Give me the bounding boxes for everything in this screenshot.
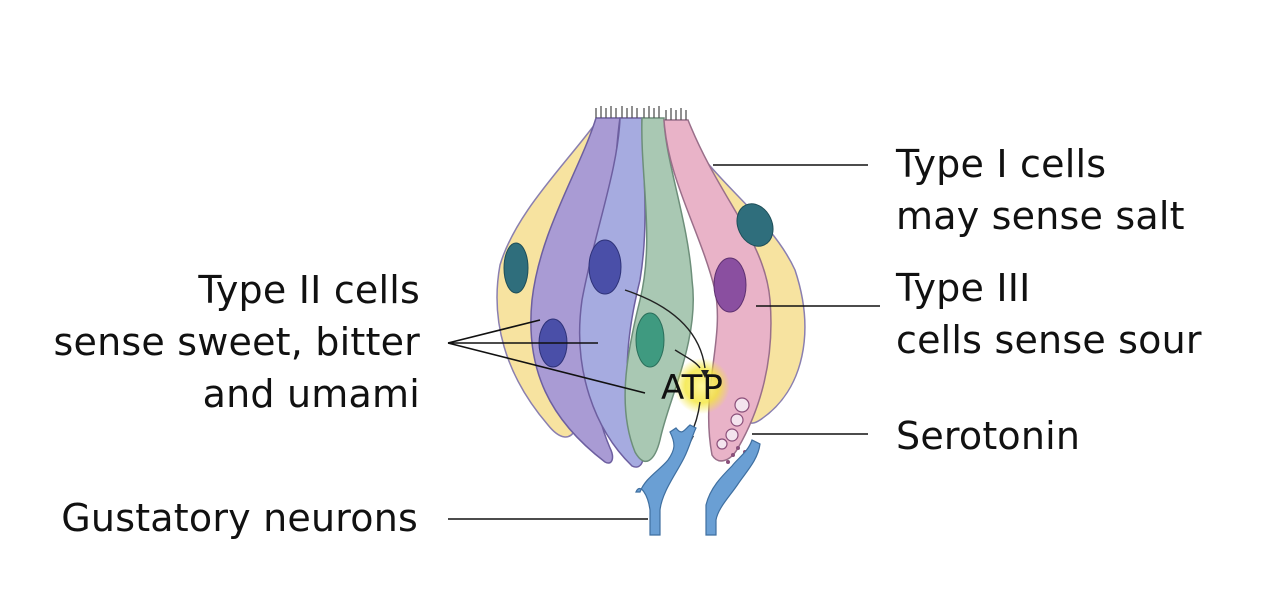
type1-left-nucleus [503, 242, 529, 294]
gustatory-neuron-left [635, 424, 697, 536]
type1-cells-label: Type I cells may sense salt [896, 138, 1185, 242]
type1-label-line1: Type I cells [896, 142, 1107, 186]
type1-label-line2: may sense salt [896, 194, 1185, 238]
type1-right-nucleus [736, 203, 774, 247]
atp-glow [674, 358, 730, 414]
type2-label-line2: sense sweet, bitter [53, 320, 420, 364]
type3-label-line2: cells sense sour [896, 318, 1202, 362]
serotonin-label: Serotonin [896, 414, 1081, 458]
type3-label-line1: Type III [896, 266, 1031, 310]
serotonin-vesicles [716, 397, 750, 450]
type2-label-line3: and umami [202, 372, 420, 416]
microvilli [595, 106, 687, 120]
atp-label: ATP [661, 368, 723, 408]
type2-blue-nucleus [588, 239, 622, 295]
leader-lines [447, 164, 880, 520]
gustatory-neuron-right [705, 439, 761, 536]
type3-pink-nucleus [713, 257, 747, 313]
gustatory-neurons-label: Gustatory neurons [61, 496, 418, 540]
type2-label-line1: Type II cells [198, 268, 420, 312]
type2-cells-label: Type II cells sense sweet, bitter and um… [54, 264, 421, 420]
type3-green-nucleus [635, 312, 665, 368]
type3-cells-label: Type III cells sense sour [896, 262, 1202, 366]
